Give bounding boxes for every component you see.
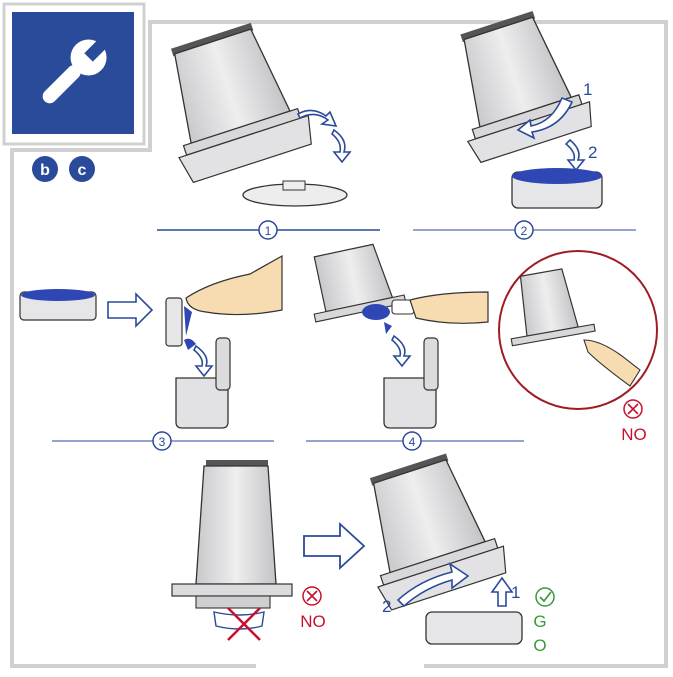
step2-bin-body — [460, 10, 592, 164]
step5-rotate-arrow — [396, 562, 470, 608]
step2-number-badge: 2 — [514, 220, 534, 240]
badge-c-label: c — [78, 162, 87, 179]
step3-right-arrow — [107, 292, 154, 328]
step2-dust — [512, 168, 602, 184]
step4-bin-body — [313, 243, 407, 323]
outer-frame — [10, 20, 668, 668]
step3-down-arrow — [192, 344, 214, 378]
step5-lid — [425, 611, 523, 645]
step2-arrow-label-2: 2 — [588, 143, 597, 162]
step3-hand — [185, 254, 283, 316]
step5-no-label: NO — [300, 612, 326, 631]
step4-hand — [409, 291, 489, 324]
step5-arrow-label-1: 1 — [511, 583, 520, 602]
step4-down-arrow — [390, 334, 412, 368]
wrong-cross — [227, 607, 261, 641]
detail-no-label: NO — [621, 425, 647, 444]
step1-rotate-arrow — [296, 109, 338, 127]
step3-illustration — [19, 254, 283, 429]
detail-no-icon — [623, 399, 643, 419]
step4-number-badge: 4 — [402, 431, 422, 451]
step2-number: 2 — [521, 224, 528, 238]
step3-number-badge: 3 — [152, 431, 172, 451]
step3-number: 3 — [159, 435, 166, 449]
badge-c: c — [69, 156, 95, 182]
step1-illustration — [170, 22, 352, 207]
step5-arrow-label-2: 2 — [382, 597, 391, 616]
detail-circle — [498, 250, 658, 410]
go-check-icon — [535, 587, 555, 607]
wrench-icon — [42, 37, 109, 104]
step5-correct-illustration: 2 1 — [369, 453, 523, 645]
step2-down-arrow — [564, 138, 586, 172]
step2-rotate-arrow — [516, 96, 574, 140]
badge-b: b — [32, 156, 58, 182]
step3-container-tilted — [165, 297, 183, 347]
step5-no-icon — [302, 586, 322, 606]
step2-illustration: 1 2 — [460, 10, 603, 209]
frame-gap — [256, 662, 424, 670]
go-letter-o: O — [533, 636, 546, 655]
step1-bin-body — [170, 22, 312, 184]
detail-hand — [583, 339, 641, 387]
go-letter-g: G — [533, 612, 546, 631]
step5-right-arrow — [303, 521, 366, 571]
step5-up-arrow — [490, 576, 514, 607]
step1-down-arrow — [330, 128, 352, 164]
step2-arrow-label-1: 1 — [583, 80, 592, 99]
step4-number: 4 — [409, 435, 416, 449]
step4-illustration — [313, 243, 489, 429]
step1-number-badge: 1 — [258, 220, 278, 240]
badge-b-label: b — [40, 162, 50, 179]
step1-number: 1 — [265, 224, 272, 238]
step5-wrong-illustration — [171, 460, 293, 641]
